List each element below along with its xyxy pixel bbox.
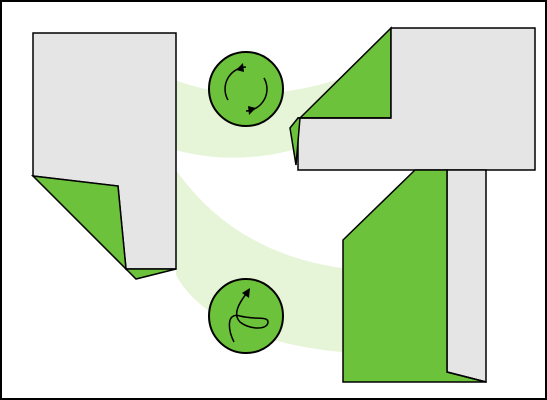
sheet-strip-bottom (447, 170, 486, 382)
rotate-cycle-icon (209, 52, 283, 126)
loop-flip-icon (209, 279, 283, 353)
